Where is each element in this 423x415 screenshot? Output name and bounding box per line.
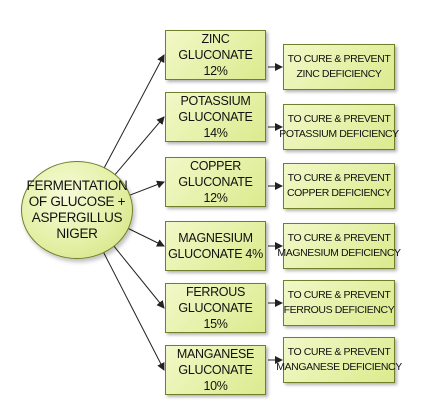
product-box-magnesium: MAGNESIUM GLUCONATE 4% <box>165 221 266 271</box>
product-label-line: GLUCONATE 14% <box>178 110 253 140</box>
effect-label-line: MANGANESE DEFICIENCY <box>276 361 402 373</box>
effect-label-line: TO CURE & PREVENT <box>287 346 391 358</box>
product-label-line: GLUCONATE 12% <box>178 175 253 205</box>
effect-label-line: POTASSIUM DEFICIENCY <box>279 128 399 140</box>
product-label-line: GLUCONATE 10% <box>178 363 253 393</box>
effect-box-copper: TO CURE & PREVENT COPPER DEFICIENCY <box>283 163 395 209</box>
source-node-fermentation: FERMENTATION OF GLUCOSE + ASPERGILLUS NI… <box>21 161 133 259</box>
connector-source-to-product <box>103 54 165 169</box>
effect-box-potassium: TO CURE & PREVENT POTASSIUM DEFICIENCY <box>279 104 399 150</box>
product-box-ferrous: FERROUS GLUCONATE 15% <box>165 283 266 333</box>
product-label-line: ZINC <box>201 32 230 46</box>
product-box-copper: COPPER GLUCONATE 12% <box>165 157 266 207</box>
product-label-line: GLUCONATE 4% <box>168 247 263 261</box>
product-label-line: COPPER <box>190 159 241 173</box>
effect-label-line: ZINC DEFICIENCY <box>296 68 382 80</box>
effect-label-line: TO CURE & PREVENT <box>287 232 391 244</box>
effect-box-manganese: TO CURE & PREVENT MANGANESE DEFICIENCY <box>276 337 402 383</box>
effect-label-line: FERROUS DEFICIENCY <box>283 304 395 316</box>
product-label-line: FERROUS <box>185 285 245 299</box>
product-box-zinc: ZINC GLUCONATE 12% <box>165 30 266 80</box>
effect-label-line: MAGNESIUM DEFICIENCY <box>277 247 401 259</box>
product-box-manganese: MANGANESE GLUCONATE 10% <box>165 345 266 395</box>
effect-box-zinc: TO CURE & PREVENT ZINC DEFICIENCY <box>283 44 395 90</box>
effect-label-line: TO CURE & PREVENT <box>287 53 391 65</box>
product-label-line: MAGNESIUM <box>178 231 253 245</box>
connector-source-to-product <box>113 116 165 176</box>
effect-box-magnesium: TO CURE & PREVENT MAGNESIUM DEFICIENCY <box>277 223 401 269</box>
connector-source-to-product <box>112 245 165 309</box>
product-box-potassium: POTASSIUM GLUCONATE 14% <box>165 92 266 142</box>
effect-label-line: COPPER DEFICIENCY <box>286 187 392 199</box>
connector-source-to-product <box>102 251 165 371</box>
connector-source-to-product <box>128 180 165 197</box>
product-label-line: POTASSIUM <box>180 94 251 108</box>
connector-source-to-product <box>127 227 165 247</box>
product-label-line: MANGANESE <box>176 347 255 361</box>
effect-label-line: TO CURE & PREVENT <box>287 113 391 125</box>
effect-box-ferrous: TO CURE & PREVENT FERROUS DEFICIENCY <box>283 280 395 326</box>
product-label-line: GLUCONATE 12% <box>178 48 253 78</box>
product-label-line: GLUCONATE 15% <box>178 301 253 331</box>
effect-label-line: TO CURE & PREVENT <box>287 172 391 184</box>
effect-label-line: TO CURE & PREVENT <box>287 289 391 301</box>
